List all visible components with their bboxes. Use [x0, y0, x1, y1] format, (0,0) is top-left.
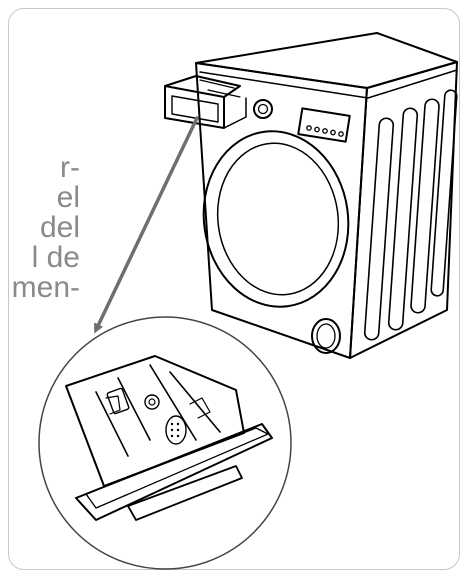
- drawer-front: [75, 423, 273, 521]
- side-text-line-3: del: [39, 211, 80, 244]
- program-knob: [253, 99, 273, 119]
- cropped-side-text: r- el del l de men-: [0, 153, 90, 313]
- side-text-line-5: men-: [11, 271, 80, 304]
- door-glass: [216, 142, 340, 296]
- top-rim: [199, 69, 458, 99]
- machine-front: [195, 62, 368, 359]
- drawer-detail: [38, 316, 292, 570]
- page-frame: [8, 8, 460, 570]
- pointer-arrow: [94, 116, 199, 334]
- filter-cap: [311, 318, 341, 354]
- magnify-circle: [38, 316, 292, 570]
- display-panel: [297, 107, 351, 143]
- machine-top: [195, 32, 458, 89]
- washing-machine: [164, 32, 458, 359]
- panel-buttons: [306, 125, 344, 137]
- drawer-handle: [127, 465, 243, 521]
- detergent-drawer-small: [164, 75, 247, 129]
- machine-side: [349, 61, 458, 359]
- side-text-line-1: r-: [60, 153, 80, 184]
- side-text-line-2: el: [56, 181, 80, 214]
- door-outer: [202, 130, 350, 308]
- side-text-line-4: l de: [31, 241, 80, 274]
- side-ribs: [363, 89, 458, 341]
